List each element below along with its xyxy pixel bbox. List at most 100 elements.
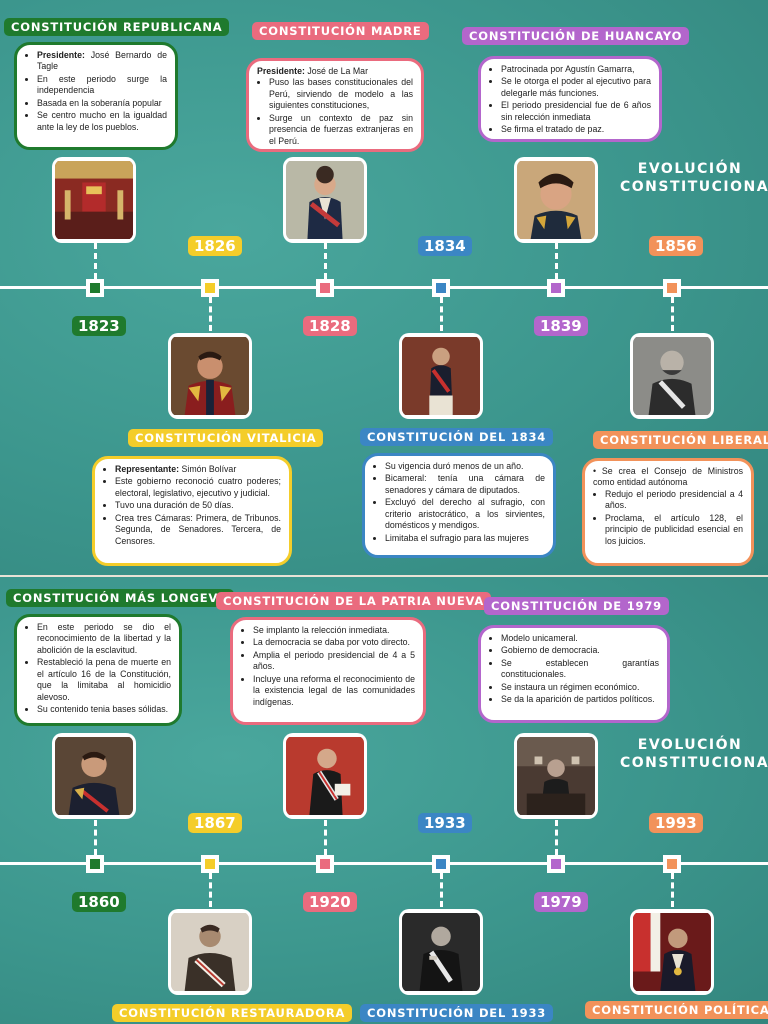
card-item: Amplia el periodo presidencial de 4 a 5 … <box>253 650 415 673</box>
card-item: Tuvo una duración de 50 días. <box>115 500 281 511</box>
congress-hall-image <box>52 157 136 243</box>
card-item: El periodo presidencial fue de 6 años si… <box>501 100 651 123</box>
marker-1860 <box>86 855 104 873</box>
tag-politica: Constitución Política del <box>585 1001 768 1019</box>
card-item: Bicameral: tenía una cámara de senadores… <box>385 473 545 496</box>
portrait-sanchez-cerro-image <box>399 909 483 995</box>
card-liberal: • Se crea el Consejo de Ministros como e… <box>582 458 754 566</box>
connector <box>94 820 97 855</box>
timeline-panel-1: Constitución Republicana Constitución Ma… <box>0 0 768 575</box>
tag-republicana: Constitución Republicana <box>4 18 230 36</box>
year-badge: 1860 <box>72 892 126 912</box>
card-item: Patrocinada por Agustín Gamarra, <box>501 64 651 75</box>
card-item: Gobierno de democracia. <box>501 645 659 656</box>
portrait-gamarra-image <box>514 157 598 243</box>
marker-1856 <box>663 279 681 297</box>
card-item: Su vigencia duró menos de un año. <box>385 461 545 472</box>
card-item: Se centro mucho en la igualdad ante la l… <box>37 110 167 133</box>
timeline-axis <box>0 286 768 289</box>
card-item: Este gobierno reconoció cuatro poderes; … <box>115 476 281 499</box>
card-republicana: Presidente: José Bernardo de Tagle En es… <box>14 42 178 150</box>
portrait-orbegoso-image <box>399 333 483 419</box>
title-line-2: CONSTITUCIONAL <box>620 179 768 196</box>
marker-1839 <box>547 279 565 297</box>
timeline-panel-2: Constitución más longeva Constitución de… <box>0 577 768 1024</box>
tag-longeva: Constitución más longeva <box>6 589 235 607</box>
card-item: Se le otorga el poder al ejecutivo para … <box>501 76 651 99</box>
marker-1828 <box>316 279 334 297</box>
year-badge: 1828 <box>303 316 357 336</box>
card-madre: Presidente: José de La Mar Puso las base… <box>246 58 424 152</box>
card-item: Redujo el periodo presidencial a 4 años. <box>605 489 743 512</box>
portrait-1860-image <box>52 733 136 819</box>
card-item: Proclama, el artículo 128, el principio … <box>605 513 743 547</box>
card-item: Se firma el tratado de paz. <box>501 124 651 135</box>
tag-vitalicia: Constitución Vitalicia <box>128 429 324 447</box>
card-lead: • Se crea el Consejo de Ministros como e… <box>593 466 743 488</box>
panel-separator <box>0 575 768 577</box>
card-item: La democracia se daba por voto directo. <box>253 637 415 648</box>
marker-1823 <box>86 279 104 297</box>
card-item: Se implanto la relección inmediata. <box>253 625 415 636</box>
year-badge: 1979 <box>534 892 588 912</box>
tag-1834: Constitución del 1834 <box>360 428 554 446</box>
card-item: En este periodo se dio el reconocimiento… <box>37 622 171 656</box>
connector <box>555 820 558 855</box>
tag-huancayo: Constitución de Huancayo <box>462 27 690 45</box>
connector <box>94 243 97 279</box>
portrait-castilla-image <box>630 333 714 419</box>
connector <box>671 873 674 907</box>
section-title: EVOLUCIÓN CONSTITUCIONAL <box>620 160 768 196</box>
card-item: Se instaura un régimen económico. <box>501 682 659 693</box>
card-patria-nueva: Se implanto la relección inmediata. La d… <box>230 617 426 725</box>
card-item: Modelo unicameral. <box>501 633 659 644</box>
card-item: Se da la aparición de partidos políticos… <box>501 694 659 705</box>
tag-restauradora: Constitución Restauradora <box>112 1004 353 1022</box>
title-line-1: EVOLUCIÓN <box>637 161 743 177</box>
year-badge: 1834 <box>418 236 472 256</box>
marker-1834 <box>432 279 450 297</box>
card-vitalicia: Representante: Simón Bolívar Este gobier… <box>92 456 292 566</box>
card-item: En este periodo surge la independencia <box>37 74 167 97</box>
connector <box>555 243 558 279</box>
portrait-1993-image <box>630 909 714 995</box>
card-item: Su contenido tenia bases sólidas. <box>37 704 171 715</box>
card-item: Restableció la pena de muerte en el artí… <box>37 657 171 703</box>
marker-1993 <box>663 855 681 873</box>
year-badge: 1839 <box>534 316 588 336</box>
card-item: Limitaba el sufragio para las mujeres <box>385 533 545 544</box>
connector <box>671 297 674 331</box>
card-item: Incluye una reforma el reconocimiento de… <box>253 674 415 708</box>
year-badge: 1993 <box>649 813 703 833</box>
marker-1979 <box>547 855 565 873</box>
section-title: EVOLUCIÓN CONSTITUCIONAL <box>620 736 768 772</box>
connector <box>324 820 327 855</box>
year-badge: 1826 <box>188 236 242 256</box>
card-1834: Su vigencia duró menos de un año. Bicame… <box>362 453 556 558</box>
year-badge: 1823 <box>72 316 126 336</box>
card-huancayo: Patrocinada por Agustín Gamarra, Se le o… <box>478 56 662 142</box>
year-badge: 1856 <box>649 236 703 256</box>
connector <box>440 873 443 907</box>
card-item: Presidente: José Bernardo de Tagle <box>37 50 167 73</box>
marker-1920 <box>316 855 334 873</box>
marker-1826 <box>201 279 219 297</box>
card-longeva: En este periodo se dio el reconocimiento… <box>14 614 182 726</box>
card-1979: Modelo unicameral. Gobierno de democraci… <box>478 625 670 723</box>
connector <box>209 873 212 907</box>
tag-1979: Constitución de 1979 <box>484 597 669 615</box>
timeline-axis <box>0 862 768 865</box>
card-item: Se establecen garantías constitucionales… <box>501 658 659 681</box>
card-item: Crea tres Cámaras: Primera, de Tribunos.… <box>115 513 281 547</box>
portrait-la-mar-image <box>283 157 367 243</box>
card-item: Excluyó del derecho al sufragio, con cri… <box>385 497 545 531</box>
tag-madre: Constitución Madre <box>252 22 429 40</box>
portrait-1979-image <box>514 733 598 819</box>
title-line-2: CONSTITUCIONAL <box>620 755 768 772</box>
connector <box>440 297 443 331</box>
card-item: Surge un contexto de paz sin presencia d… <box>269 113 413 147</box>
card-item: Representante: Simón Bolívar <box>115 464 281 475</box>
card-lead: Presidente: José de La Mar <box>257 66 368 76</box>
year-badge: 1867 <box>188 813 242 833</box>
card-item: Puso las bases constitucionales del Perú… <box>269 77 413 111</box>
